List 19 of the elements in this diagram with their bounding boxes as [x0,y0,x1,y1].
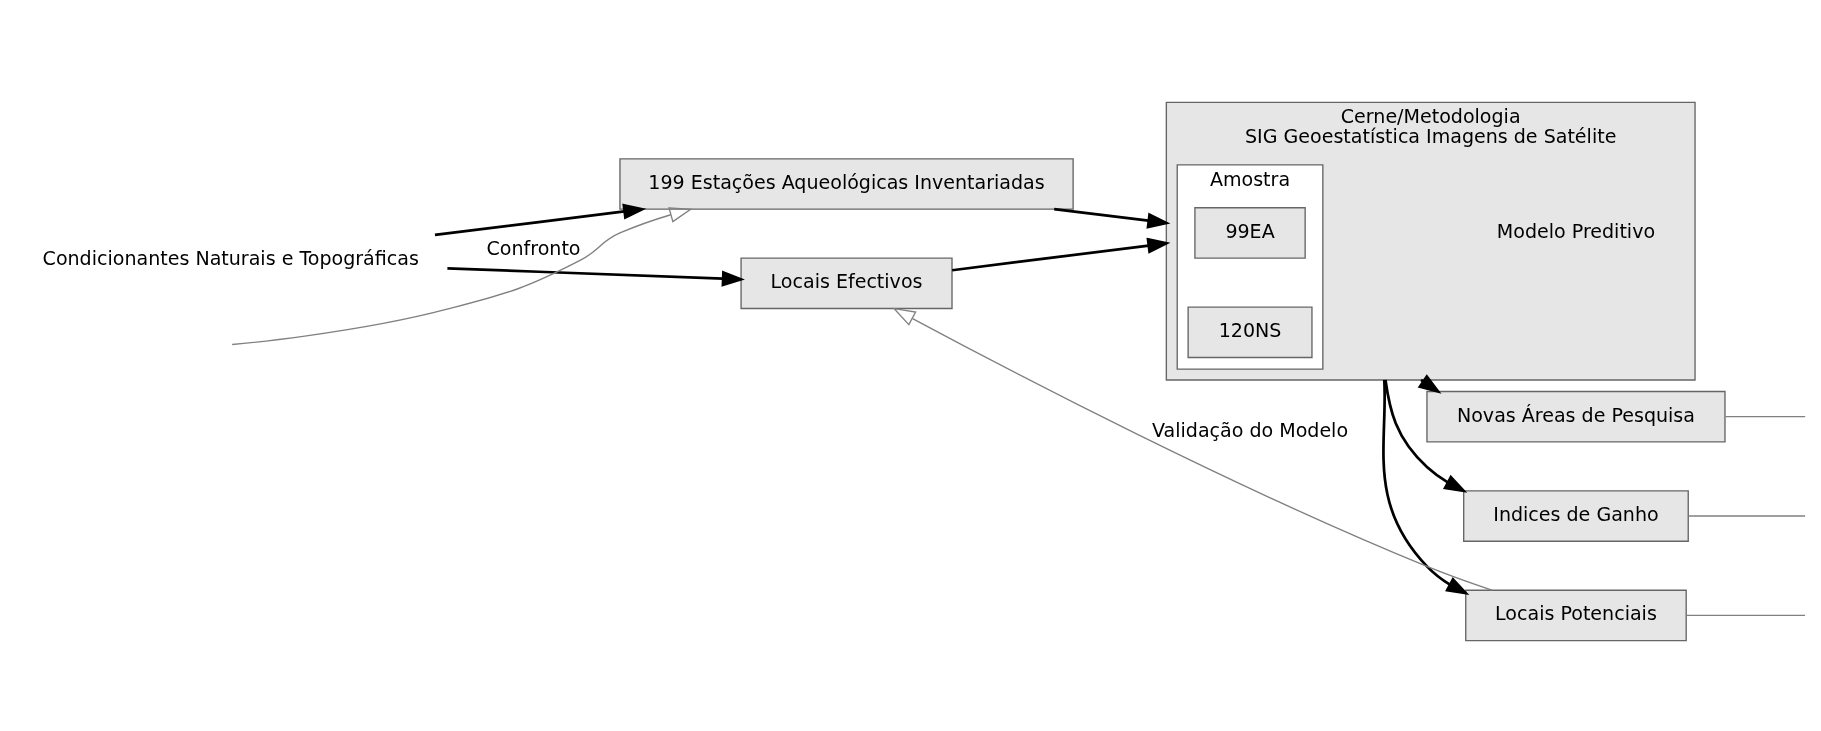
arrow [1054,207,1171,229]
arrow [952,237,1171,272]
node-box: Locais Efectivos [740,256,953,309]
arrow [892,307,1493,591]
edge-label: Validação do Modelo [1152,418,1349,441]
connector [1685,614,1806,616]
node-box: Locais Potenciais [1465,589,1687,641]
connector [1687,514,1806,517]
connector [1724,415,1806,417]
node-box: Novas Áreas de Pesquisa [1426,390,1726,443]
arrow [434,203,647,236]
node-box: Indices de Ganho [1463,489,1689,542]
node-box: 199 Estações Aqueológicas Inventariadas [619,157,1074,210]
arrow [447,266,745,287]
node-box: 120NS [1187,305,1313,358]
node-text: Condicionantes Naturais e Topográficas [42,246,419,269]
edge-label: Confronto [486,236,581,259]
node-box: 99EA [1194,206,1306,259]
arrow [231,206,693,345]
